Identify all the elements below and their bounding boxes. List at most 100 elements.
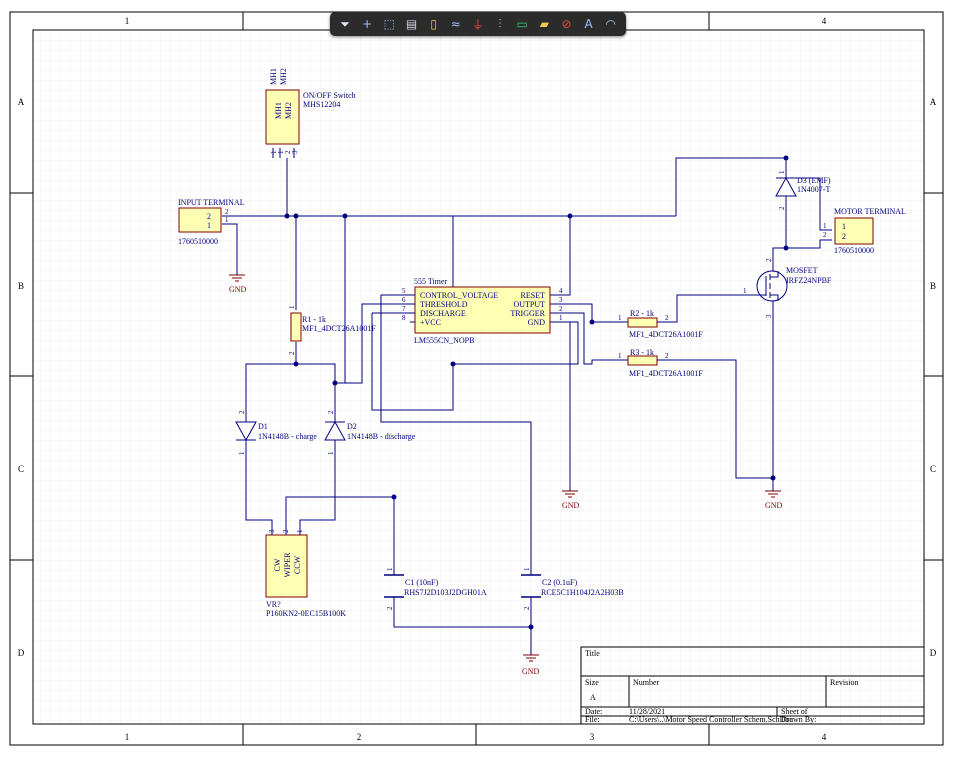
input-pin-num: 1: [225, 216, 229, 224]
d3-pin: 2: [778, 206, 786, 210]
timer-part: LM555CN_NOPB: [414, 336, 474, 345]
title-block-date-value: 11/28/2021: [629, 707, 665, 716]
input-terminal[interactable]: INPUT TERMINAL 1760510000 2 1 2 1: [178, 198, 245, 246]
motor-terminal-part: 1760510000: [834, 246, 874, 255]
r3-name: R3 - 1k: [630, 348, 654, 357]
crosshair-icon[interactable]: +: [362, 17, 373, 31]
title-block-file-label: File:: [585, 715, 600, 724]
filter-icon[interactable]: ⏷: [340, 16, 350, 31]
timer-555[interactable]: 555 Timer LM555CN_NOPB CONTROL_VOLTAGE T…: [402, 277, 563, 345]
zone-row-right: A: [930, 97, 937, 107]
vr-pin: 1: [296, 529, 304, 533]
wire-icon[interactable]: ≈: [450, 17, 461, 31]
vr-pin-label-wiper: WIPER: [283, 552, 292, 578]
r1-part: MF1_4DCT26A1001F: [302, 324, 376, 333]
c2-name: C2 (0.1uF): [542, 578, 577, 587]
bus-icon[interactable]: ⫶: [498, 16, 502, 31]
r1-pin: 2: [288, 351, 296, 355]
gnd-label: GND: [562, 501, 580, 510]
motor-terminal[interactable]: MOTOR TERMINAL 1760510000 1 2 1 2: [823, 207, 906, 255]
gnd-symbol-mosfet[interactable]: [765, 488, 781, 498]
switch-pin: 3: [291, 150, 299, 154]
timer-pin-num: 5: [402, 287, 406, 295]
zone-row-left: A: [18, 97, 25, 107]
switch-part: MHS12204: [303, 100, 340, 109]
title-block: [580, 646, 925, 725]
floating-toolbar: ⏷ + ⬚ ▤ ▯ ≈ ⏚ ⫶ ▭ ▰ ⊘ A ◠: [330, 12, 626, 36]
zone-col-top: 4: [822, 16, 827, 26]
timer-pin-num: 6: [402, 296, 406, 304]
potentiometer-vr[interactable]: CW WIPER CCW VR? P160KN2-0EC15B100K 3 2 …: [265, 528, 346, 618]
grid-area: [33, 30, 924, 724]
c2-part: RCE5C1H104J2A2H03B: [541, 588, 624, 597]
zone-row-right: C: [930, 464, 936, 474]
mosfet-q1[interactable]: MOSFET IRFZ24NPBF 1 2 3: [743, 255, 832, 318]
title-block-size-value: A: [590, 693, 596, 702]
diode-d1[interactable]: D1 1N4148B - charge 2 1: [235, 410, 317, 455]
c1-pin: 1: [386, 567, 394, 571]
no-erc-icon[interactable]: ⊘: [561, 17, 572, 31]
mosfet-pin: 2: [765, 258, 773, 262]
switch-label-mh2: MH2: [284, 102, 293, 119]
d3-part: 1N4007-T: [797, 185, 830, 194]
input-pin-num: 2: [225, 208, 229, 216]
zone-row-right: B: [930, 281, 936, 291]
zone-col-bottom: 1: [125, 732, 130, 742]
switch-label-mh1: MH1: [274, 102, 283, 119]
capacitor-c2[interactable]: C2 (0.1uF) RCE5C1H104J2A2H03B 1 2: [521, 567, 624, 610]
resistor-r1[interactable]: R1 - 1k MF1_4DCT26A1001F 1 2: [288, 305, 376, 355]
gnd-label: GND: [765, 501, 783, 510]
timer-pin-discharge: DISCHARGE: [420, 309, 466, 318]
r2-pin: 1: [618, 314, 622, 322]
diode-d2[interactable]: D2 1N4148B - discharge 2 1: [324, 410, 416, 455]
d2-name: D2: [347, 422, 357, 431]
zone-labels: 1 4 1 2 3 4 A B C D A B C D: [18, 16, 937, 742]
timer-pin-threshold: THRESHOLD: [420, 300, 468, 309]
resistor-r3[interactable]: R3 - 1k MF1_4DCT26A1001F 1 2: [616, 348, 703, 378]
title-block-file-value: C:\Users\..\Motor Speed Controller Schem…: [629, 715, 793, 724]
c1-pin: 2: [386, 606, 394, 610]
d2-pin: 1: [327, 451, 335, 455]
title-block-drawn-label: Drawn By:: [781, 715, 816, 724]
timer-pin-num: 7: [402, 305, 406, 313]
d3-pin: 1: [778, 170, 786, 174]
zone-col-top: 1: [125, 16, 130, 26]
resistor-r2[interactable]: R2 - 1k MF1_4DCT26A1001F 1 2: [616, 309, 703, 339]
timer-pin-num: 8: [402, 314, 406, 322]
d2-pin: 2: [327, 410, 335, 414]
port-icon[interactable]: ▰: [539, 17, 549, 31]
text-icon[interactable]: A: [584, 17, 593, 31]
title-block-size-label: Size: [585, 678, 599, 687]
harness-icon[interactable]: ▭: [516, 17, 528, 31]
gnd-symbol-caps[interactable]: [523, 652, 539, 662]
select-rect-icon[interactable]: ⬚: [383, 17, 396, 31]
d1-name: D1: [258, 422, 268, 431]
r3-part: MF1_4DCT26A1001F: [629, 369, 703, 378]
zone-dividers: [10, 12, 943, 745]
switch-pin: 2: [284, 150, 292, 154]
c1-part: RHS7J2D103J2DGH01A: [404, 588, 487, 597]
switch-mh1[interactable]: MH1 MH2 MH1 MH2 ON/OFF Switch MHS12204 1…: [265, 68, 356, 154]
power-port-icon[interactable]: ⏚: [471, 17, 484, 32]
arc-icon[interactable]: ◠: [605, 17, 616, 31]
align-icon[interactable]: ▤: [405, 17, 418, 31]
input-terminal-part: 1760510000: [178, 237, 218, 246]
timer-pin-num: 3: [559, 296, 563, 304]
gnd-symbol-input[interactable]: [229, 272, 245, 282]
capacitor-c1[interactable]: C1 (10nF) RHS7J2D103J2DGH01A 1 2: [384, 567, 487, 610]
vr-name: VR?: [266, 600, 281, 609]
c1-name: C1 (10nF): [405, 578, 438, 587]
input-terminal-title: INPUT TERMINAL: [178, 198, 245, 207]
gnd-label: GND: [522, 667, 540, 676]
diode-d3[interactable]: D3 (EMF) 1N4007-T 1 2: [775, 170, 831, 210]
component-icon[interactable]: ▯: [430, 17, 437, 31]
c2-pin: 1: [523, 567, 531, 571]
gnd-symbol-timer[interactable]: [562, 488, 578, 498]
vr-pin: 3: [268, 529, 276, 533]
title-block-date-label: Date:: [585, 707, 602, 716]
d1-pin: 2: [238, 410, 246, 414]
input-pin-label: 2: [207, 212, 211, 221]
timer-pin-num: 4: [559, 287, 563, 295]
